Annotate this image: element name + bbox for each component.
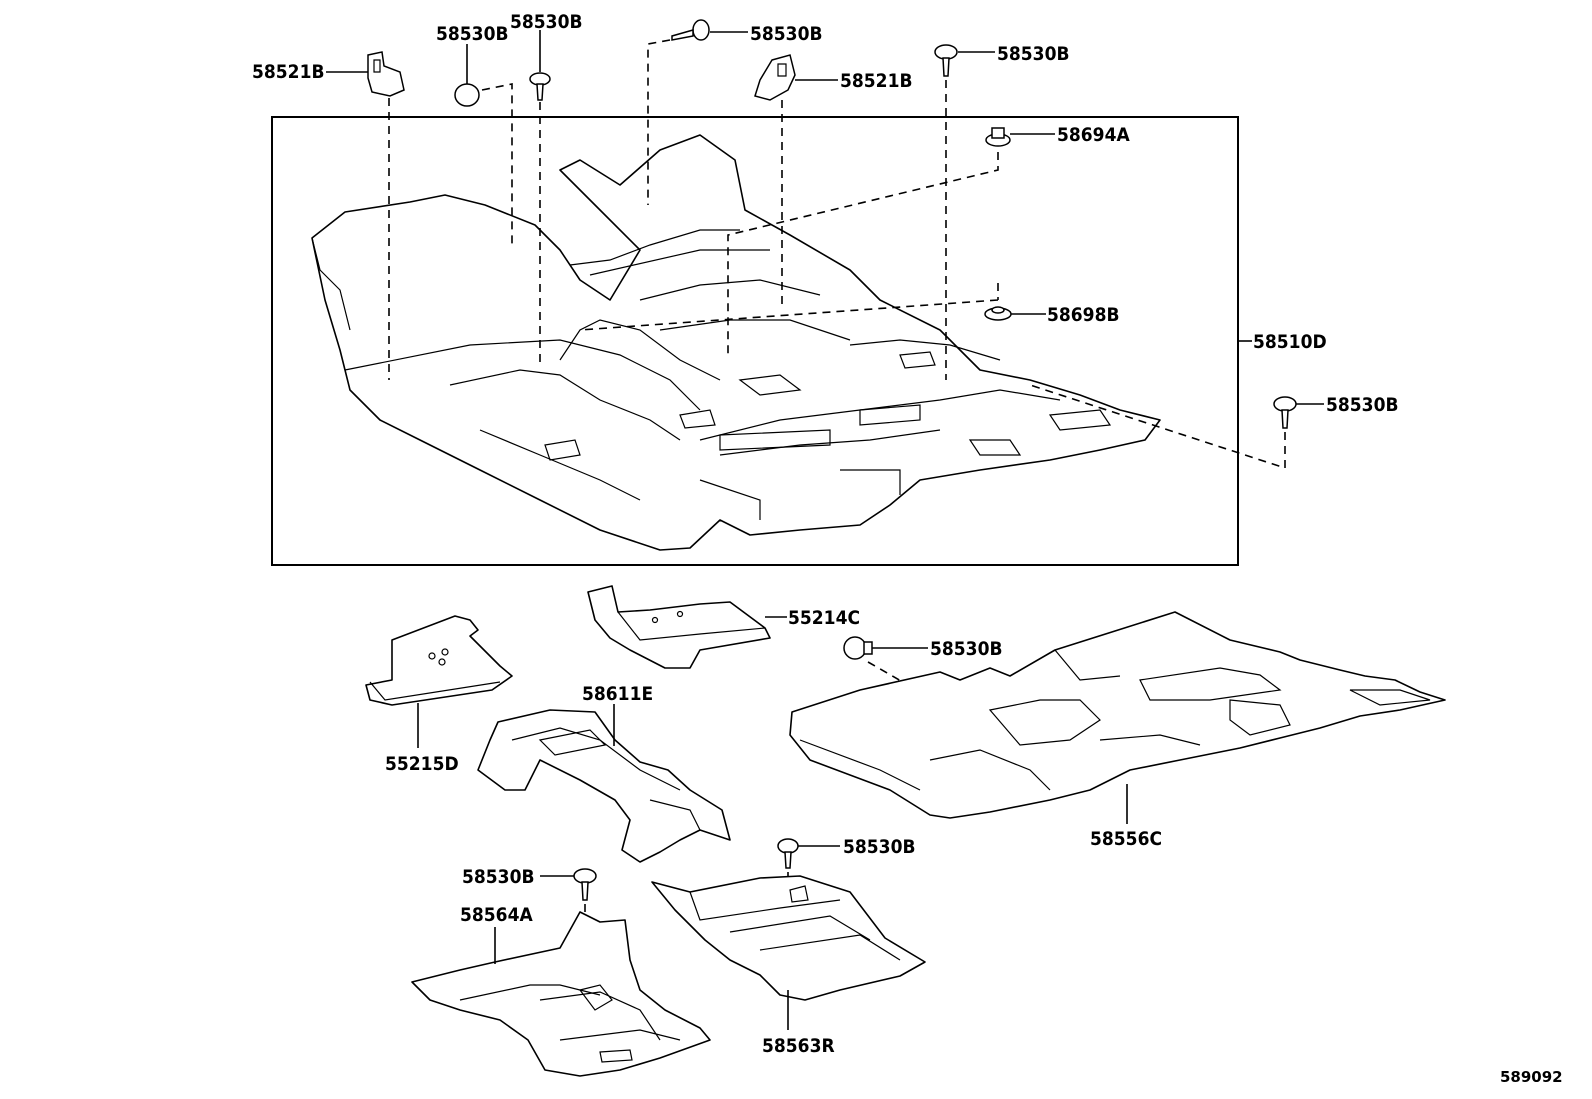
- label-58530b-f: 58530B: [930, 638, 1003, 660]
- pad-58611e-part[interactable]: [477, 709, 731, 863]
- label-58530b-e: 58530B: [1326, 394, 1399, 416]
- pad-58563r-part[interactable]: [651, 875, 926, 1001]
- label-58698b: 58698B: [1047, 304, 1120, 326]
- nut-58698b-part[interactable]: [984, 306, 1012, 321]
- pad-58564a-part[interactable]: [411, 911, 711, 1077]
- label-58611e: 58611E: [582, 683, 653, 705]
- clip-58530b-h-part[interactable]: [573, 868, 597, 901]
- clip-58530b-d-part[interactable]: [934, 44, 958, 77]
- clip-58530b-b-part[interactable]: [529, 72, 551, 101]
- dash-58530b-c: [647, 39, 671, 205]
- clip-58530b-c-part[interactable]: [671, 19, 710, 41]
- rear-carpet-58556c-part[interactable]: [789, 611, 1446, 819]
- label-58530b-d: 58530B: [997, 43, 1070, 65]
- label-58530b-a: 58530B: [436, 23, 509, 45]
- duct-55214c-part[interactable]: [587, 585, 771, 669]
- clip-58530b-a-part[interactable]: [454, 83, 480, 107]
- label-55215d: 55215D: [385, 753, 459, 775]
- label-58530b-h: 58530B: [462, 866, 535, 888]
- clip-58530b-g-part[interactable]: [777, 838, 799, 869]
- reference-code: 589092: [1500, 1068, 1563, 1086]
- clip-58530b-f-part[interactable]: [843, 636, 873, 660]
- dash-58694a: [727, 152, 999, 355]
- label-58564a: 58564A: [460, 904, 533, 926]
- dash-58530b-a: [481, 83, 513, 245]
- label-58556c: 58556C: [1090, 828, 1162, 850]
- clip-58530b-e-part[interactable]: [1273, 396, 1297, 429]
- dash-58698b: [579, 283, 999, 331]
- clip-58521b-right-part[interactable]: [754, 54, 796, 101]
- label-58694a: 58694A: [1057, 124, 1130, 146]
- label-58530b-c: 58530B: [750, 23, 823, 45]
- nut-58694a-part[interactable]: [985, 127, 1011, 147]
- dash-58530b-e: [1029, 384, 1286, 470]
- clip-58521b-left-part[interactable]: [367, 51, 405, 97]
- label-58521b-left: 58521B: [252, 61, 325, 83]
- label-58563r: 58563R: [762, 1035, 835, 1057]
- label-58510d: 58510D: [1253, 331, 1327, 353]
- label-58521b-right: 58521B: [840, 70, 913, 92]
- label-55214c: 55214C: [788, 607, 860, 629]
- label-58530b-b: 58530B: [510, 11, 583, 33]
- label-58530b-g: 58530B: [843, 836, 916, 858]
- floor-carpet-58510d[interactable]: [311, 134, 1161, 551]
- duct-55215d-part[interactable]: [365, 615, 513, 706]
